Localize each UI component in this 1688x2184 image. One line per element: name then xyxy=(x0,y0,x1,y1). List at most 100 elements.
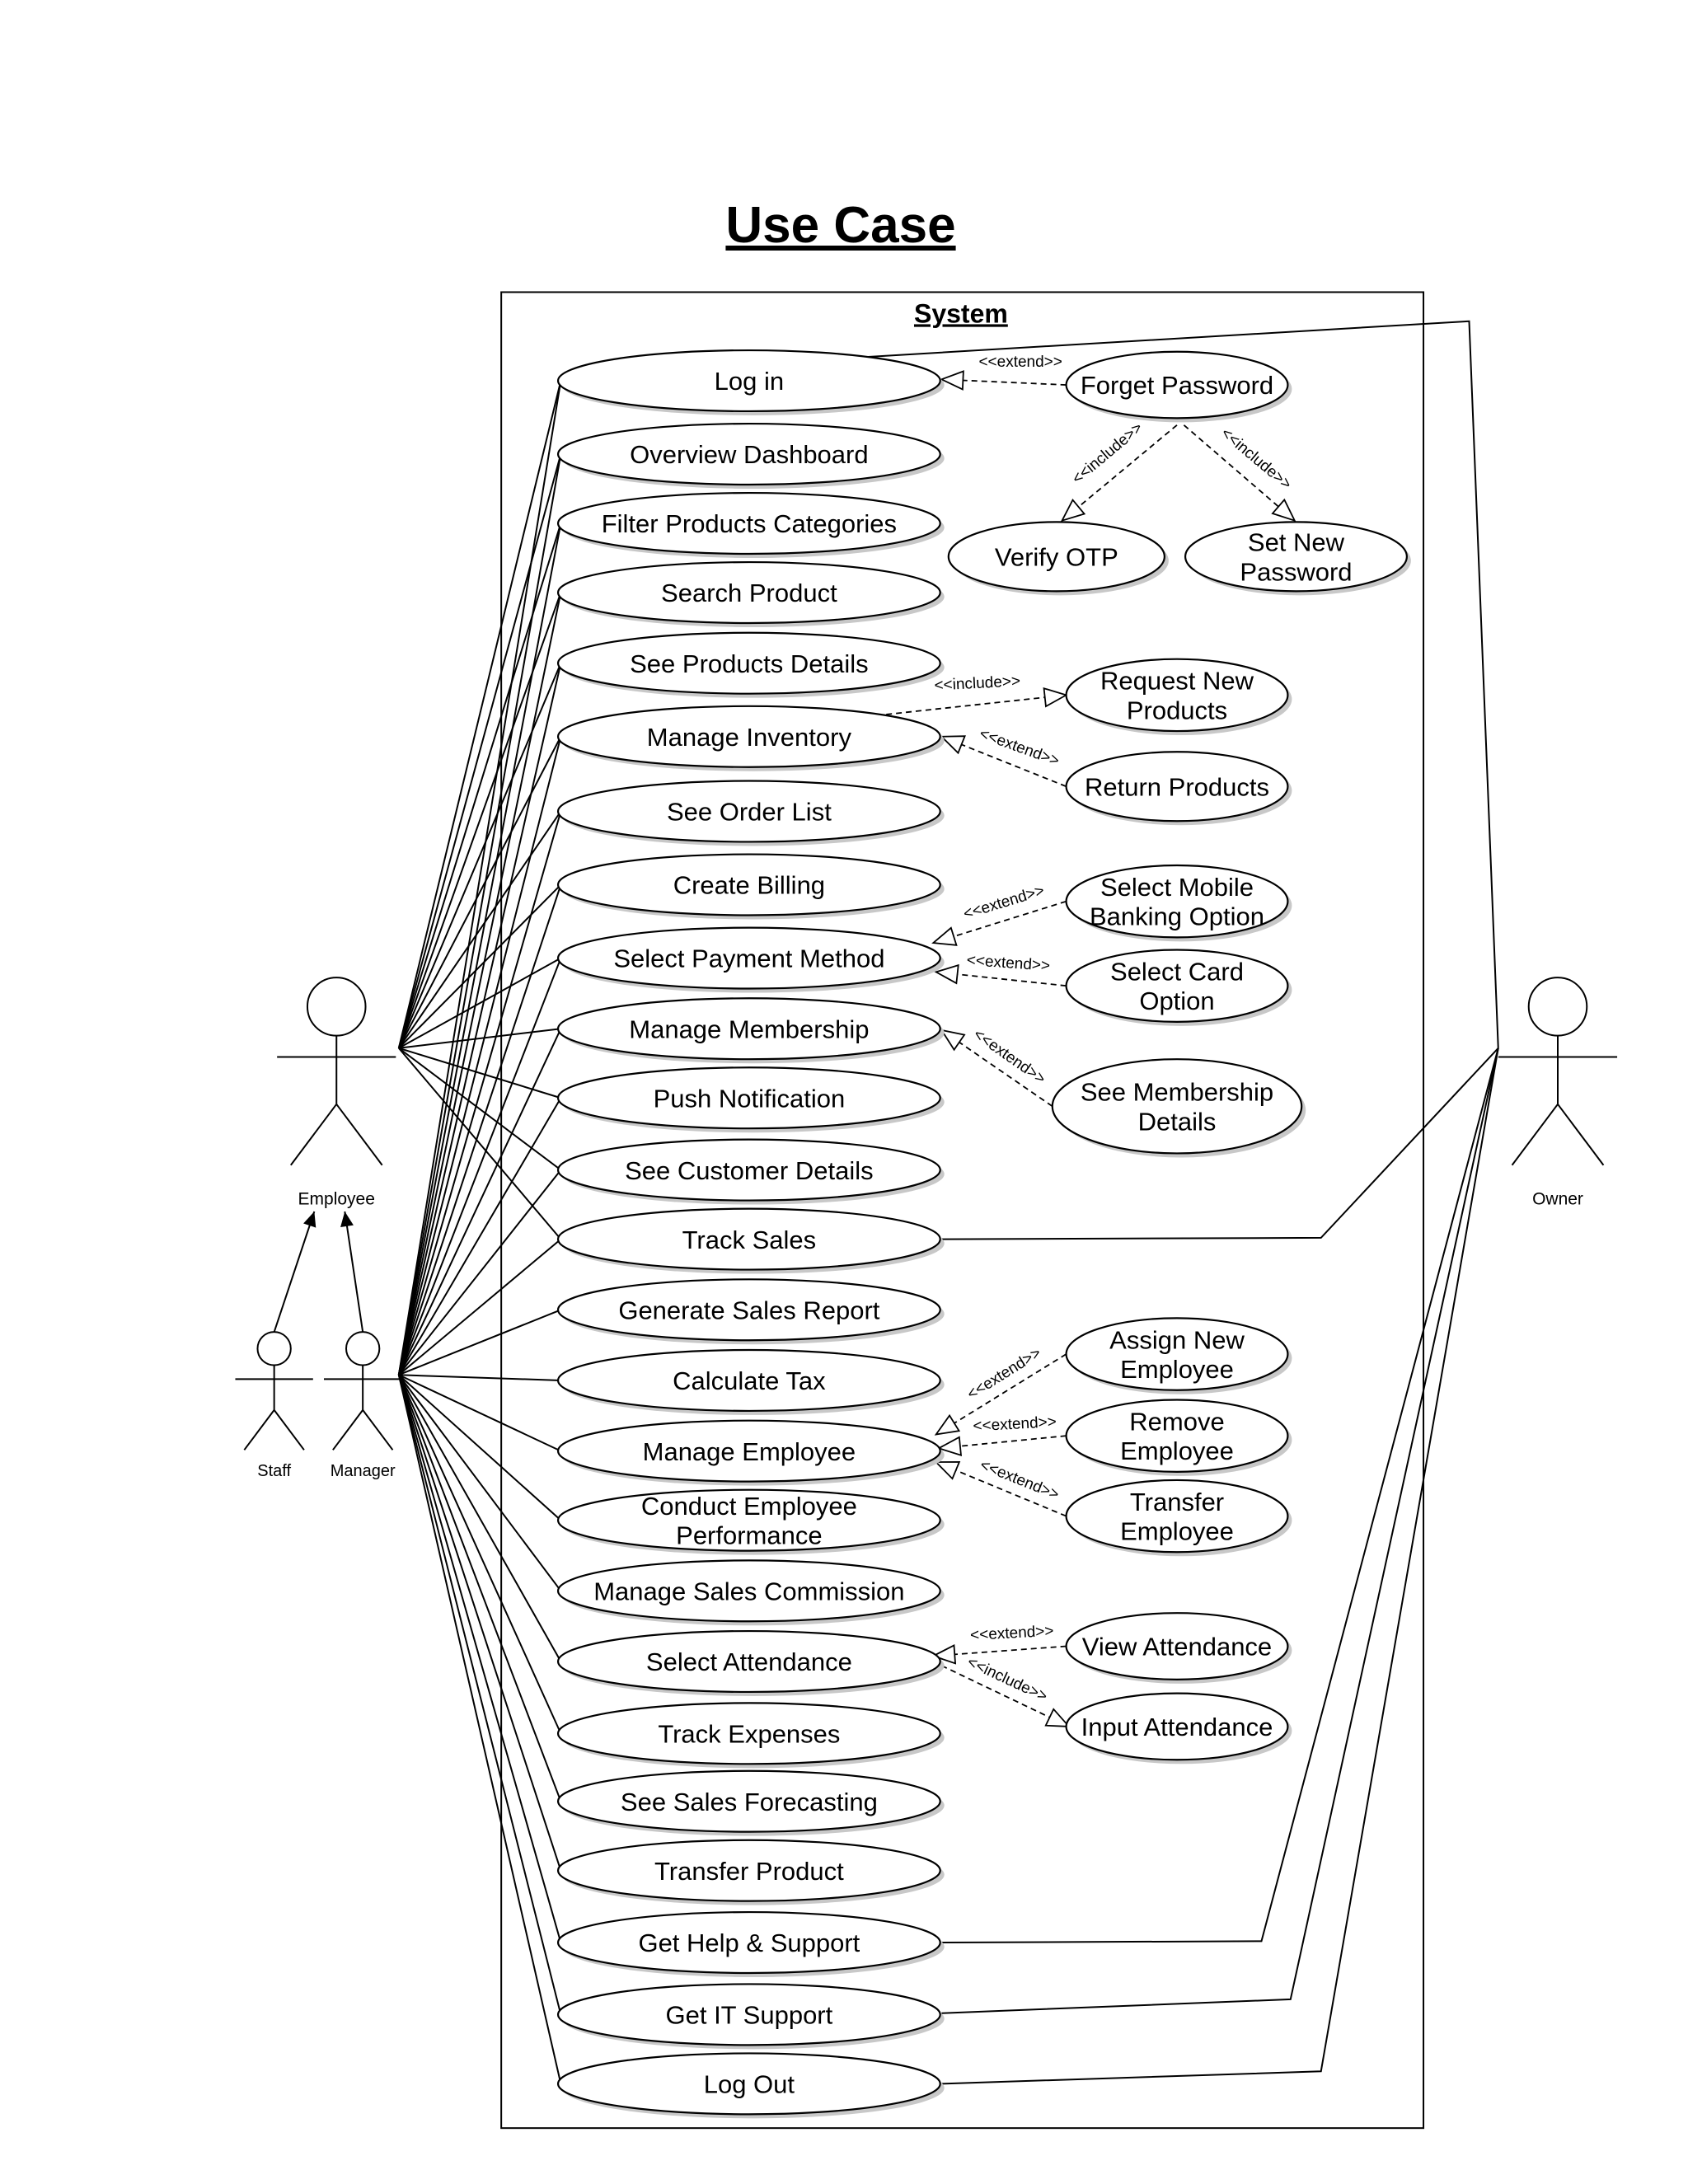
use-case-ellipse xyxy=(1065,658,1289,733)
use-case-label: Log in xyxy=(715,367,784,396)
use-case-label: Manage Membership xyxy=(629,1015,869,1043)
dependency-line xyxy=(963,379,1067,386)
use-case-label: Generate Sales Report xyxy=(618,1296,879,1324)
use-case-ellipse xyxy=(556,1348,941,1413)
use-case-ellipse xyxy=(556,491,941,555)
use-case-search-product: Search Product xyxy=(556,560,945,627)
actor-owner: Owner xyxy=(1498,977,1618,1209)
use-case-product-details: See Products Details xyxy=(556,631,945,698)
use-case-overview-dashboard: Overview Dashboard xyxy=(556,422,945,489)
dependency-line xyxy=(955,1469,1067,1517)
use-case-sales-forecasting: See Sales Forecasting xyxy=(556,1769,945,1836)
use-case-ellipse xyxy=(556,1207,941,1271)
use-case-customer-details: See Customer Details xyxy=(556,1138,945,1205)
use-case-label: Password xyxy=(1240,557,1352,586)
association-employee-manage-inventory xyxy=(397,736,562,1049)
use-case-label: Track Sales xyxy=(682,1226,817,1254)
use-case-label: Products xyxy=(1127,696,1227,724)
dependency-line xyxy=(957,973,1067,987)
use-case-label: View Attendance xyxy=(1082,1633,1272,1661)
association-manager-help-support xyxy=(397,1374,562,1943)
open-arrowhead-icon xyxy=(940,370,964,391)
actor-label: Employee xyxy=(298,1190,375,1209)
actor-head xyxy=(345,1331,381,1366)
arrowhead-icon xyxy=(303,1212,316,1228)
use-case-label: Log Out xyxy=(704,2070,795,2099)
association-manager-search-product xyxy=(397,592,562,1376)
stereotype-label: <<include>> xyxy=(1217,424,1295,493)
association-owner-logout xyxy=(941,1047,1499,2085)
use-case-ellipse xyxy=(556,2052,941,2116)
stereotype-label: <<extend>> xyxy=(973,1413,1057,1435)
open-arrowhead-icon xyxy=(940,1029,966,1052)
use-case-ellipse xyxy=(1065,1479,1289,1554)
dependency-line xyxy=(1077,424,1178,508)
use-case-ellipse xyxy=(556,631,941,695)
use-case-label: Verify OTP xyxy=(995,543,1118,572)
stereotype-label: <<extend>> xyxy=(978,354,1062,371)
use-case-ellipse xyxy=(947,521,1165,593)
use-case-forget-password: Forget Password xyxy=(1065,350,1292,423)
stereotype-label: <<extend>> xyxy=(961,882,1046,923)
open-arrowhead-icon xyxy=(931,926,958,946)
generalization-line xyxy=(273,1211,316,1333)
use-case-ellipse xyxy=(556,853,941,916)
use-case-label: Calculate Tax xyxy=(673,1366,826,1395)
system-boundary: System xyxy=(500,291,1425,2130)
association-manager-calculate-tax xyxy=(398,1374,561,1381)
actor-employee: Employee xyxy=(277,977,396,1209)
use-case-ellipse xyxy=(1065,1399,1289,1473)
use-case-ellipse xyxy=(1065,1317,1289,1391)
use-case-sales-report: Generate Sales Report xyxy=(556,1278,945,1345)
use-case-login: Log in xyxy=(556,349,945,415)
open-arrowhead-icon xyxy=(1044,1708,1071,1727)
use-case-ellipse xyxy=(556,349,941,413)
use-case-ellipse xyxy=(556,1769,941,1833)
system-boundary-box xyxy=(500,291,1425,2130)
use-case-ellipse xyxy=(1065,864,1289,939)
use-case-calculate-tax: Calculate Tax xyxy=(556,1348,945,1415)
use-case-ellipse xyxy=(1065,751,1289,823)
generalization-manager-employee xyxy=(340,1211,364,1333)
dependency-extend: <<extend>> xyxy=(940,1026,1053,1108)
open-arrowhead-icon xyxy=(934,1413,961,1436)
use-case-label: Filter Products Categories xyxy=(602,509,897,538)
use-case-ellipse xyxy=(1051,1058,1303,1155)
use-case-label: See Order List xyxy=(667,798,832,827)
stereotype-label: <<extend>> xyxy=(970,1026,1048,1088)
association-manager-sales-forecasting xyxy=(397,1374,562,1802)
use-case-ellipse xyxy=(1065,350,1289,419)
dependency-line xyxy=(1183,424,1279,508)
dependency-extend: <<extend>> xyxy=(934,1456,1067,1517)
use-case-label: See Membership xyxy=(1081,1078,1273,1107)
association-manager-it-support xyxy=(397,1374,562,2015)
use-case-ellipse xyxy=(556,780,941,843)
dependency-line xyxy=(941,1665,1050,1718)
association-employee-product-details xyxy=(397,663,562,1049)
use-case-ellipse xyxy=(556,1138,941,1202)
actor-manager: Manager xyxy=(323,1331,402,1480)
use-case-ellipse xyxy=(1065,1692,1289,1761)
use-case-order-list: See Order List xyxy=(556,780,945,846)
association-manager-create-billing xyxy=(397,884,562,1376)
use-case-label: Return Products xyxy=(1085,772,1269,801)
association-manager-product-details xyxy=(397,663,562,1376)
use-case-ellipse xyxy=(556,1910,941,1975)
association-manager-sales-commission xyxy=(398,1374,562,1591)
dependency-line xyxy=(959,1041,1053,1108)
stereotype-label: <<extend>> xyxy=(966,952,1051,975)
open-arrowhead-icon xyxy=(940,735,966,755)
association-lines xyxy=(397,320,1499,2085)
dependency-extend: <<extend>> xyxy=(934,952,1067,987)
open-arrowhead-icon xyxy=(1060,498,1086,523)
use-case-label: Overview Dashboard xyxy=(630,440,868,469)
